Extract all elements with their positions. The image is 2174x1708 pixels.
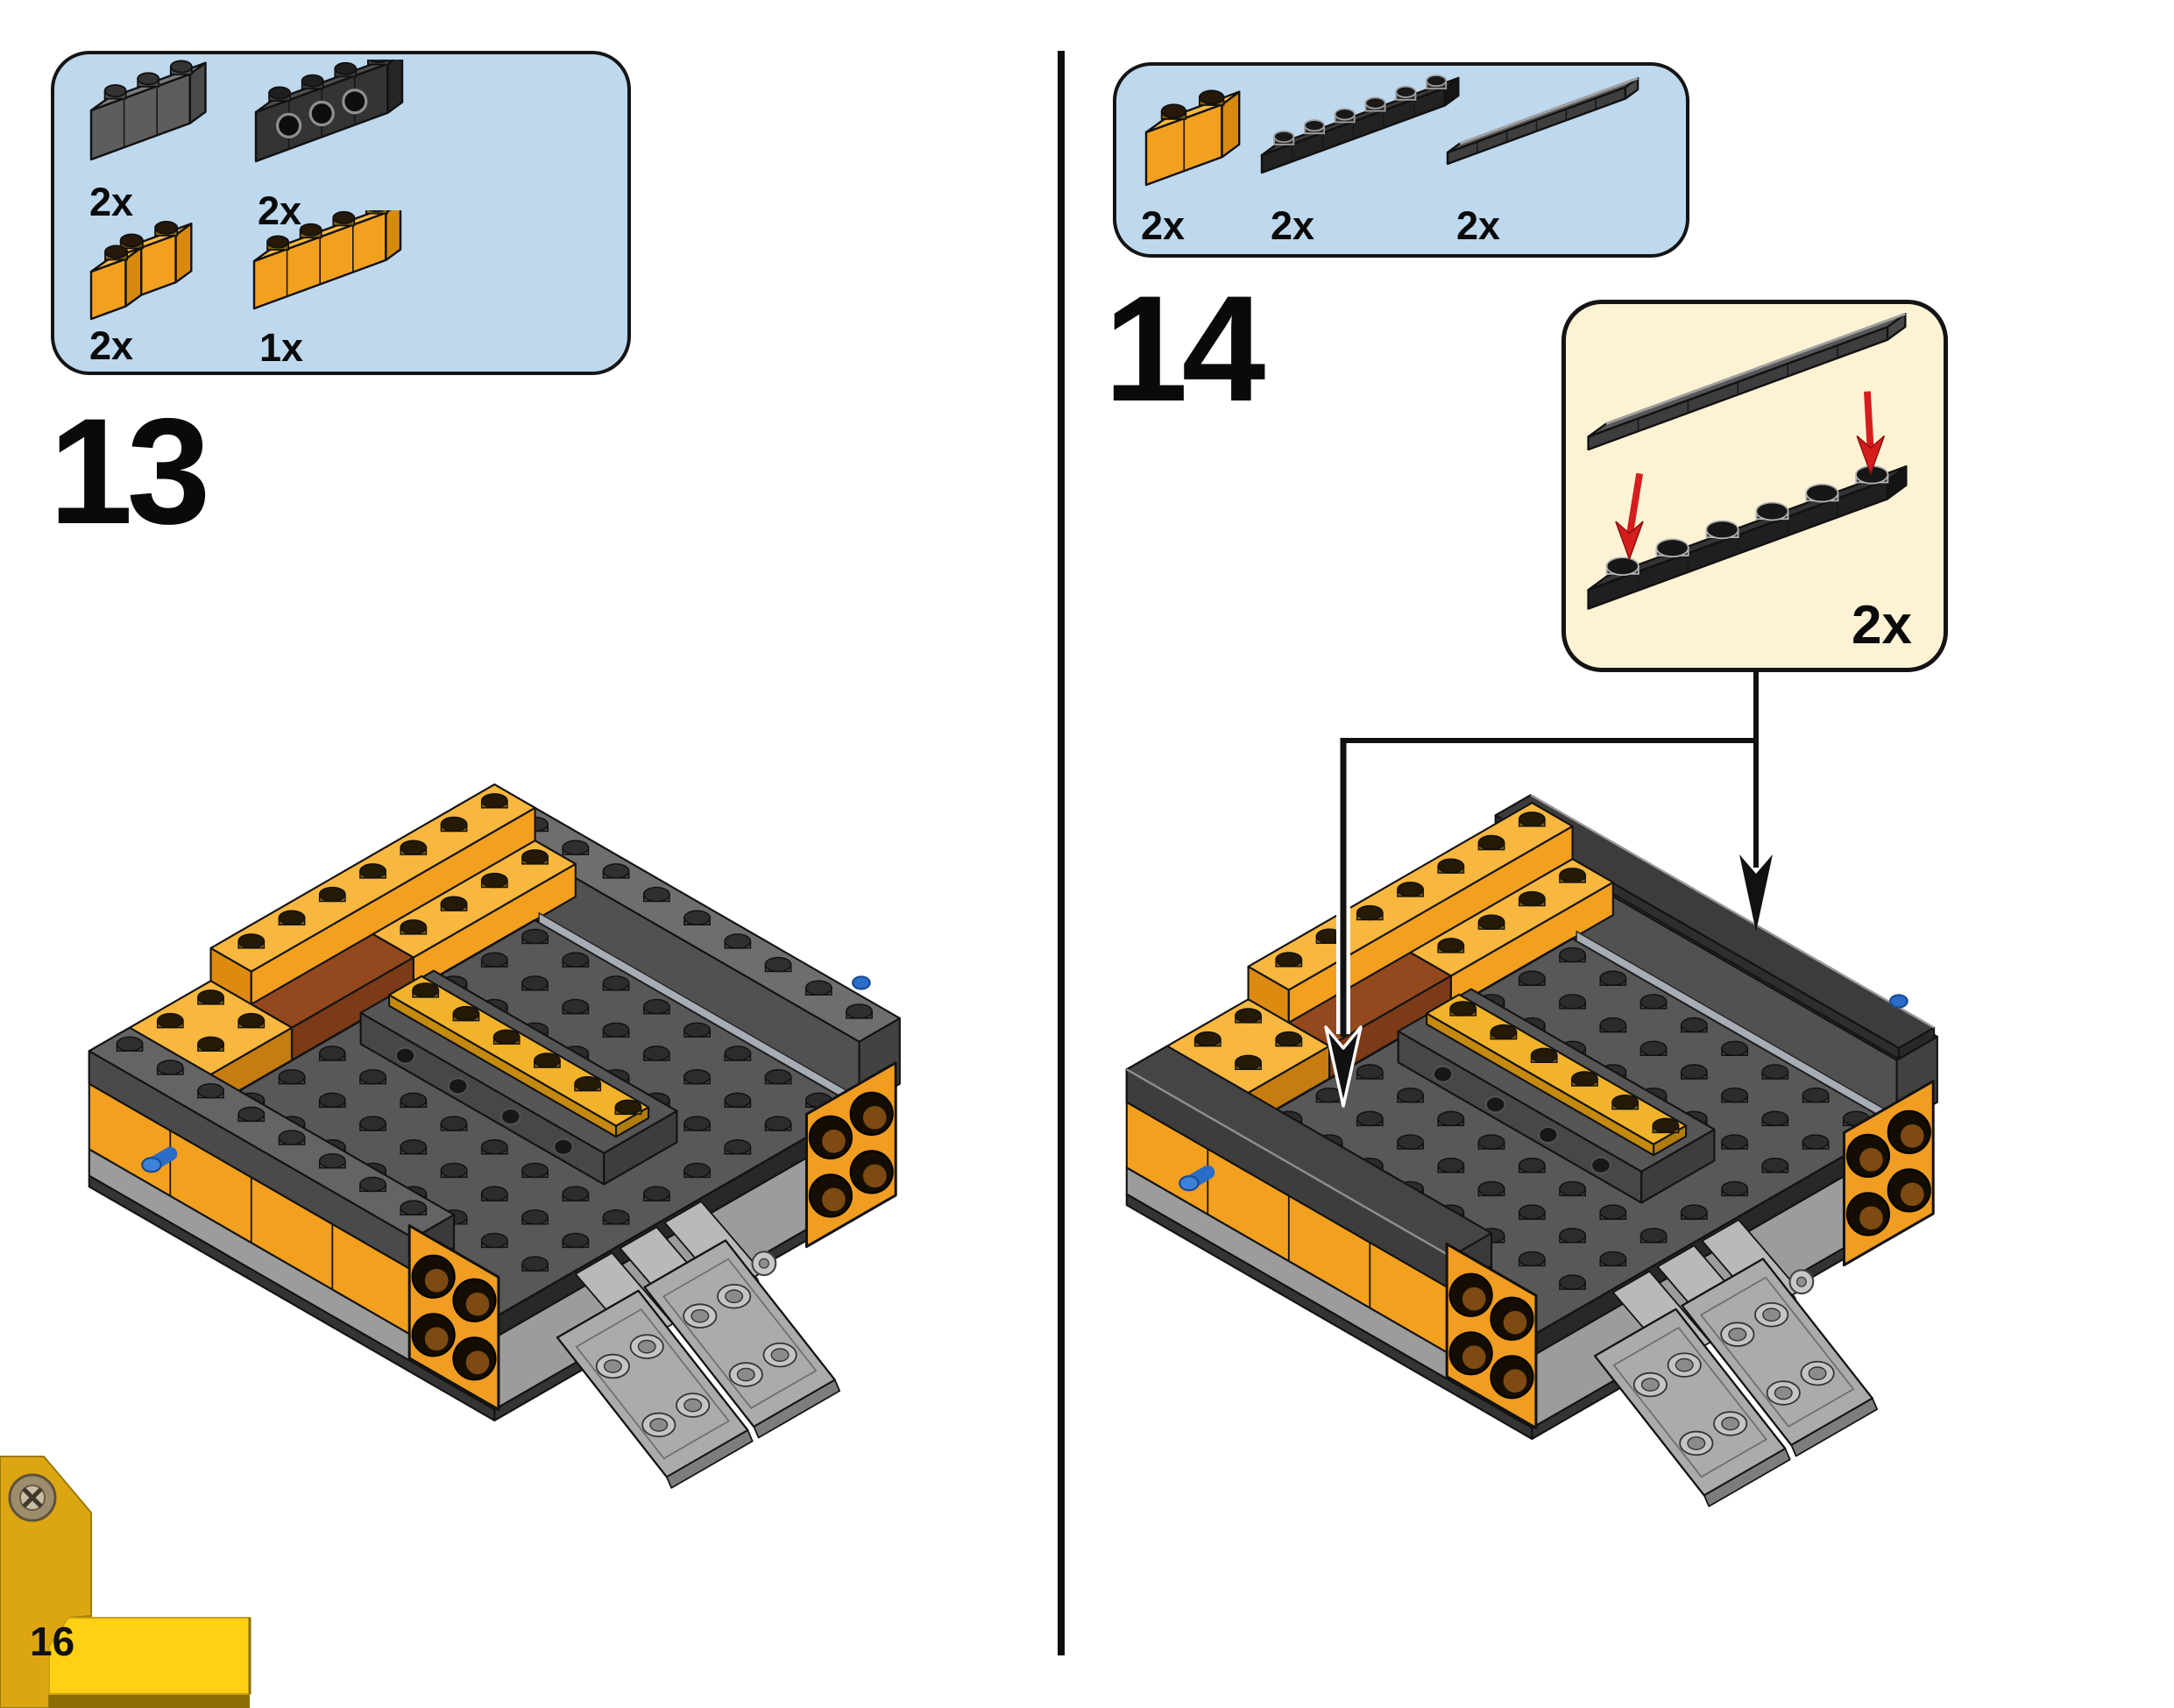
corner-brick-2x2-yellow-icon (89, 221, 193, 321)
brick-1x2-yellow-icon (1144, 89, 1241, 187)
step-number-13: 13 (49, 387, 210, 556)
brick-1x3-dark-gray-icon (89, 60, 207, 161)
callout-count: 2x (1852, 595, 1912, 656)
subassembly-callout: 2x (1561, 300, 1948, 672)
part-count: 2x (258, 188, 302, 233)
part-count: 2x (1271, 203, 1315, 248)
plate-1x6-black-icon (1260, 74, 1460, 174)
lego-brick-corner-decoration (0, 1456, 251, 1708)
brick-1x4-yellow-icon (252, 210, 402, 310)
technic-brick-1x4-black-icon (254, 60, 404, 163)
part-count: 1x (259, 325, 304, 370)
subassembly-diagram (1587, 312, 1908, 610)
part-count: 2x (89, 180, 134, 224)
assembly-illustration-step-14 (1125, 794, 1938, 1507)
page-number: 16 (30, 1619, 75, 1664)
assembly-illustration-step-13 (88, 783, 901, 1489)
step-number-14: 14 (1104, 265, 1265, 433)
part-count: 2x (89, 323, 134, 368)
tile-1x6-dark-gray-icon (1446, 76, 1639, 166)
part-count: 2x (1141, 203, 1186, 248)
panel-divider (1058, 51, 1065, 1655)
parts-box-step-14: 2x 2x 2x (1113, 62, 1689, 258)
parts-box-step-13: 2x 2x 2x 1x (51, 51, 631, 375)
part-count: 2x (1456, 203, 1501, 248)
